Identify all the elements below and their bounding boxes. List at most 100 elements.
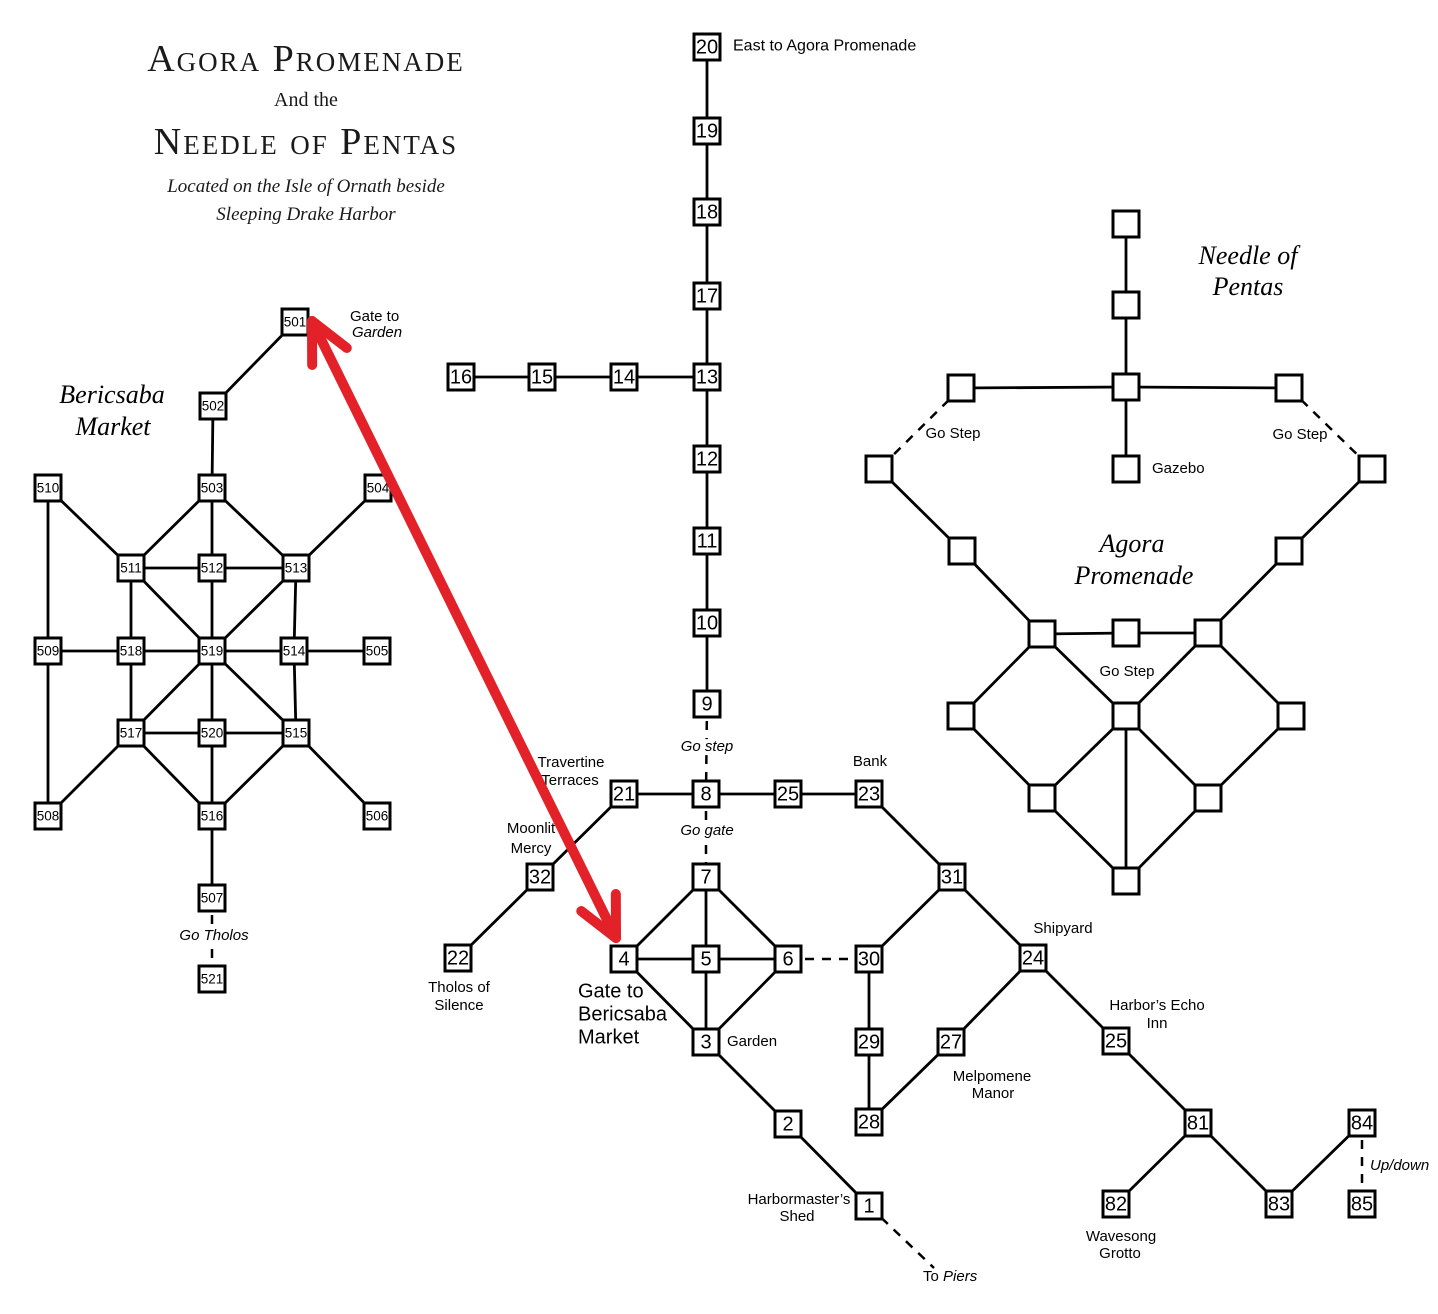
room-box-84: 84 bbox=[1347, 1108, 1377, 1138]
room-box-17: 17 bbox=[692, 281, 722, 311]
label-bericsaba: Bericsaba bbox=[578, 1003, 667, 1026]
room-box-507: 507 bbox=[197, 883, 227, 913]
label-bericsaba: Bericsaba bbox=[59, 380, 165, 409]
room-box-23: 23 bbox=[854, 779, 884, 809]
room-box-ae bbox=[1276, 701, 1306, 731]
room-box-501: 501 bbox=[280, 307, 310, 337]
label-manor: Manor bbox=[971, 1085, 1015, 1103]
room-box-82: 82 bbox=[1101, 1189, 1131, 1219]
room-box-npr bbox=[1274, 373, 1304, 403]
label-go-step: Go Step bbox=[1272, 426, 1328, 444]
room-box-25b: 25 bbox=[1101, 1026, 1131, 1056]
room-box-10: 10 bbox=[692, 608, 722, 638]
room-box-505: 505 bbox=[362, 636, 392, 666]
room-box-np1 bbox=[1111, 209, 1141, 239]
room-box-9: 9 bbox=[692, 689, 722, 719]
room-box-22: 22 bbox=[443, 943, 473, 973]
room-box-at3 bbox=[1193, 618, 1223, 648]
room-box-83: 83 bbox=[1264, 1189, 1294, 1219]
room-box-512: 512 bbox=[197, 553, 227, 583]
route-arrowhead-end bbox=[576, 906, 621, 943]
label-pentas: Pentas bbox=[1212, 272, 1284, 301]
room-box-1: 1 bbox=[854, 1191, 884, 1221]
room-box-28: 28 bbox=[854, 1107, 884, 1137]
room-box-518: 518 bbox=[116, 636, 146, 666]
label-go-gate: Go gate bbox=[676, 823, 738, 839]
room-box-ac1 bbox=[1027, 783, 1057, 813]
room-box-ah bbox=[1111, 701, 1141, 731]
label-go-tholos: Go Tholos bbox=[175, 928, 253, 944]
label-market: Market bbox=[75, 412, 151, 441]
room-box-16: 16 bbox=[446, 362, 476, 392]
room-box-al1 bbox=[947, 536, 977, 566]
label-tholos-of: Tholos of bbox=[428, 979, 490, 997]
room-box-504: 504 bbox=[363, 473, 393, 503]
label-harbor-s-echo: Harbor’s Echo bbox=[1109, 997, 1205, 1015]
label-silence: Silence bbox=[434, 997, 484, 1015]
room-box-at1 bbox=[1027, 619, 1057, 649]
label-melpomene: Melpomene bbox=[952, 1068, 1032, 1086]
room-box-aw bbox=[946, 701, 976, 731]
label-terraces: Terraces bbox=[541, 772, 599, 790]
label-bank: Bank bbox=[852, 753, 888, 771]
room-box-31: 31 bbox=[937, 862, 967, 892]
label-go-step: Go step bbox=[676, 739, 738, 755]
room-box-at2 bbox=[1111, 618, 1141, 648]
room-box-25a: 25 bbox=[773, 779, 803, 809]
label-agora: Agora bbox=[1099, 529, 1165, 558]
room-box-30: 30 bbox=[854, 944, 884, 974]
room-box-514: 514 bbox=[279, 636, 309, 666]
room-box-521: 521 bbox=[197, 964, 227, 994]
room-box-85: 85 bbox=[1347, 1189, 1377, 1219]
room-box-ac2 bbox=[1193, 783, 1223, 813]
route-arrowhead-start bbox=[307, 316, 352, 353]
room-box-ar1 bbox=[1274, 536, 1304, 566]
label-run: To bbox=[923, 1268, 944, 1286]
room-box-20: 20 bbox=[692, 32, 722, 62]
label-go-step: Go Step bbox=[1099, 663, 1155, 681]
room-box-511: 511 bbox=[116, 553, 146, 583]
map-subtitle-line1: Located on the Isle of Ornath beside bbox=[167, 176, 445, 197]
room-box-7: 7 bbox=[691, 862, 721, 892]
room-box-27: 27 bbox=[936, 1027, 966, 1057]
label-harbormaster-s: Harbormaster’s bbox=[747, 1191, 851, 1209]
room-box-515: 515 bbox=[281, 718, 311, 748]
label-moonlit: Moonlit bbox=[506, 820, 556, 838]
room-box-nph bbox=[1111, 372, 1141, 402]
room-box-21: 21 bbox=[609, 779, 639, 809]
room-box-513: 513 bbox=[281, 553, 311, 583]
label-garden: Garden bbox=[352, 324, 403, 342]
room-box-510: 510 bbox=[33, 473, 63, 503]
room-box-5: 5 bbox=[691, 944, 721, 974]
label-shipyard: Shipyard bbox=[1033, 920, 1093, 938]
label-east-to-agora-promenade: East to Agora Promenade bbox=[733, 37, 917, 55]
label-gate-to: Gate to bbox=[350, 308, 400, 326]
room-box-6: 6 bbox=[773, 944, 803, 974]
edge-npl-nph bbox=[960, 385, 1127, 390]
room-box-3: 3 bbox=[691, 1027, 721, 1057]
label-garden: Garden bbox=[727, 1033, 778, 1051]
label-gate-to: Gate to bbox=[578, 980, 644, 1003]
label-up-down: Up/down bbox=[1370, 1157, 1430, 1175]
room-box-18: 18 bbox=[692, 197, 722, 227]
room-box-520: 520 bbox=[197, 718, 227, 748]
label-grotto: Grotto bbox=[1099, 1245, 1141, 1263]
room-box-519: 519 bbox=[197, 636, 227, 666]
label-to-piers: To Piers bbox=[923, 1269, 977, 1285]
label-mercy: Mercy bbox=[510, 840, 552, 858]
room-box-81: 81 bbox=[1183, 1108, 1213, 1138]
room-box-24: 24 bbox=[1018, 943, 1048, 973]
room-box-509: 509 bbox=[33, 636, 63, 666]
room-box-32: 32 bbox=[525, 862, 555, 892]
room-box-np2 bbox=[1111, 290, 1141, 320]
map-title-line2: And the bbox=[274, 89, 338, 111]
room-box-29: 29 bbox=[854, 1027, 884, 1057]
room-box-502: 502 bbox=[198, 391, 228, 421]
label-go-step: Go Step bbox=[925, 425, 981, 443]
map-title-line1: Agora Promenade bbox=[147, 38, 465, 80]
room-box-12: 12 bbox=[692, 444, 722, 474]
room-box-gsr bbox=[1357, 454, 1387, 484]
label-promenade: Promenade bbox=[1074, 561, 1194, 590]
room-box-506: 506 bbox=[362, 801, 392, 831]
